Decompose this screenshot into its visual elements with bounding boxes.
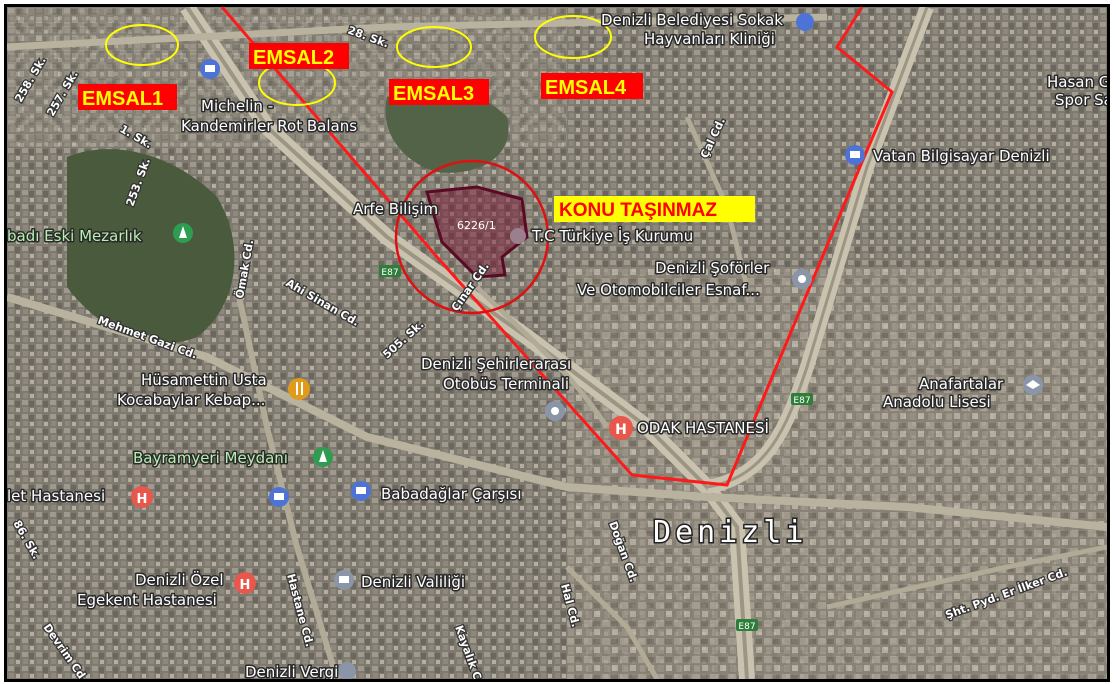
sofor-pin-icon[interactable] — [792, 269, 812, 289]
svg-text:Vatan Bilgisayar Denizli: Vatan Bilgisayar Denizli — [873, 147, 1050, 165]
egekent-hospital-pin-icon[interactable]: H — [234, 572, 256, 594]
valilik-pin-icon[interactable] — [334, 570, 354, 590]
svg-text:Egekent Hastanesi: Egekent Hastanesi — [77, 591, 217, 609]
svg-text:Denizli Belediyesi Sokak: Denizli Belediyesi Sokak — [601, 11, 783, 29]
svg-text:Anadolu Lisesi: Anadolu Lisesi — [883, 393, 991, 411]
svg-text:Kocabaylar Kebap...: Kocabaylar Kebap... — [117, 391, 265, 409]
svg-text:Michelin -: Michelin - — [201, 97, 273, 115]
svg-text:H: H — [615, 422, 627, 438]
svg-text:Bayramyeri Meydanı: Bayramyeri Meydanı — [133, 449, 288, 467]
poi-markers: H H H — [131, 13, 1043, 679]
emsal2-tag: EMSAL2 — [249, 43, 349, 69]
svg-text:Hasan Gü: Hasan Gü — [1047, 73, 1107, 91]
svg-text:Hayvanları Kliniği: Hayvanları Kliniği — [644, 30, 775, 48]
svg-text:Spor Sa: Spor Sa — [1055, 91, 1107, 109]
svg-text:E87: E87 — [738, 622, 755, 632]
svg-text:E87: E87 — [381, 268, 398, 278]
urban-imagery-east — [567, 267, 1107, 679]
area-boundary-line — [220, 7, 894, 487]
cemetery-pin-icon[interactable] — [173, 223, 193, 243]
clinic-pin-icon[interactable] — [796, 13, 814, 31]
svg-text:H: H — [240, 578, 251, 593]
map-frame: E87 E87 E87 6226/1 H H H 258. Sk. 257 — [4, 4, 1110, 682]
svg-text:Otobüs Terminali: Otobüs Terminali — [443, 375, 569, 393]
emsal3-marker — [396, 26, 472, 68]
svg-text:E87: E87 — [793, 396, 810, 406]
svg-text:badı Eski Mezarlık: badı Eski Mezarlık — [7, 227, 142, 245]
emsal3-tag: EMSAL3 — [389, 79, 489, 105]
city-label: Denizli — [653, 515, 807, 550]
state-hospital-pin-icon[interactable]: H — [131, 486, 153, 508]
svg-text:let Hastanesi: let Hastanesi — [7, 487, 105, 505]
restaurant-pin-icon[interactable] — [288, 378, 310, 400]
svg-text:Babadağlar Çarşısı: Babadağlar Çarşısı — [381, 485, 522, 503]
highway-shields: E87 E87 E87 — [379, 265, 813, 632]
svg-text:ODAK HASTANESİ: ODAK HASTANESİ — [637, 418, 769, 437]
cemetery-green-area — [67, 149, 235, 344]
svg-text:Denizli Şoförler: Denizli Şoförler — [655, 259, 770, 277]
map-canvas[interactable]: E87 E87 E87 6226/1 H H H 258. Sk. 257 — [7, 7, 1107, 679]
iskur-pin-icon[interactable] — [510, 228, 526, 244]
carsi-pin-icon[interactable] — [351, 481, 371, 501]
svg-text:EMSAL2: EMSAL2 — [253, 47, 334, 69]
svg-text:EMSAL3: EMSAL3 — [393, 83, 474, 105]
subject-circle — [394, 159, 550, 315]
svg-text:Arfe Bilişim: Arfe Bilişim — [353, 200, 438, 218]
terminal-pin-icon[interactable] — [545, 401, 565, 421]
svg-text:Denizli Vergi: Denizli Vergi — [245, 663, 338, 679]
svg-text:Denizli Şehirlerarası: Denizli Şehirlerarası — [421, 355, 571, 373]
svg-text:KONU TAŞINMAZ: KONU TAŞINMAZ — [559, 200, 717, 221]
svg-text:Denizli Valiliği: Denizli Valiliği — [361, 573, 465, 591]
emsal4-marker — [534, 15, 612, 59]
place-labels: Denizli Belediyesi Sokak Hayvanları Klin… — [7, 10, 1107, 680]
emsal4-tag: EMSAL4 — [541, 73, 643, 99]
svg-text:T.C Türkiye İş Kurumu: T.C Türkiye İş Kurumu — [531, 226, 693, 245]
svg-text:Denizli Özel: Denizli Özel — [135, 570, 224, 589]
babadaglar-pin-icon[interactable] — [269, 487, 289, 507]
svg-text:Ve Otomobilciler Esnaf...: Ve Otomobilciler Esnaf... — [577, 281, 760, 299]
parcel-number: 6226/1 — [457, 219, 496, 232]
svg-text:Kandemirler Rot Balans: Kandemirler Rot Balans — [181, 117, 357, 135]
svg-text:Anafartalar: Anafartalar — [919, 375, 1004, 393]
vergi-pin-icon[interactable] — [338, 662, 356, 679]
vatan-pin-icon[interactable] — [845, 145, 865, 165]
subject-tag: KONU TAŞINMAZ — [554, 196, 755, 222]
emsal1-tag: EMSAL1 — [78, 84, 177, 110]
bayramyeri-pin-icon[interactable] — [313, 447, 333, 467]
michelin-pin-icon[interactable] — [200, 59, 220, 79]
park-green-area — [385, 86, 509, 173]
subject-parcel[interactable] — [425, 185, 529, 279]
odak-hospital-pin-icon[interactable]: H — [609, 416, 633, 440]
school-pin-icon[interactable] — [1023, 375, 1043, 395]
svg-text:Hüsamettin Usta: Hüsamettin Usta — [141, 371, 267, 389]
svg-text:EMSAL1: EMSAL1 — [82, 88, 163, 110]
svg-text:EMSAL4: EMSAL4 — [545, 77, 627, 99]
emsal1-marker — [105, 24, 179, 66]
svg-text:H: H — [137, 492, 148, 507]
